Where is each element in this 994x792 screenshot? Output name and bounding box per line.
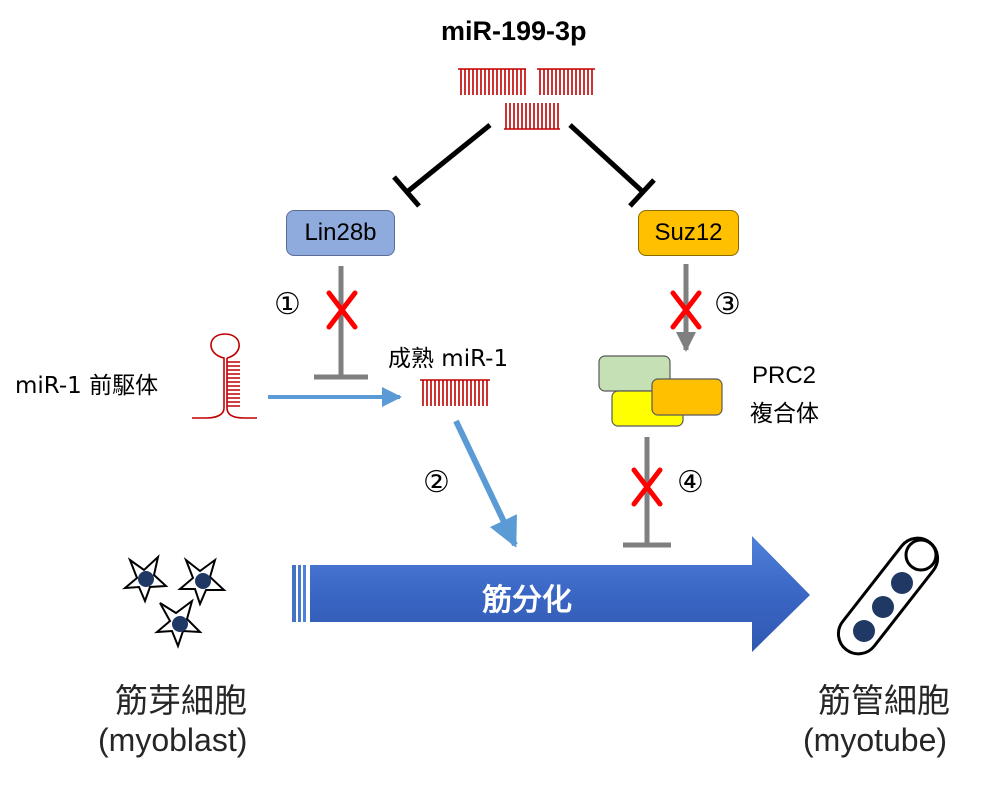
step-1: ① (274, 287, 301, 322)
mir1-precursor-label: miR-1 前駆体 (15, 373, 159, 399)
step-3: ③ (714, 287, 741, 322)
mature-mir1-label: 成熟 miR-1 (388, 346, 509, 372)
myoblast-cell (177, 556, 227, 607)
arrow-mir1-to-differentiation (453, 419, 518, 548)
myotube-label-jp: 筋管細胞 (818, 681, 950, 720)
inhibit-to-lin28b (392, 123, 492, 208)
mature-mir1-strand-icon (420, 379, 490, 406)
myoblast-label-en: (myoblast) (98, 722, 248, 758)
prc2-complex-label: 複合体 (750, 401, 819, 427)
prc2-name-label: PRC2 (752, 362, 817, 389)
mir1-precursor-hairpin-icon (192, 333, 257, 419)
suz12-box: Suz12 (638, 210, 739, 256)
lin28b-box: Lin28b (286, 210, 395, 256)
mir199-title: miR-199-3p (441, 16, 587, 46)
myoblast-cell (121, 554, 169, 604)
inhibit-lin28b-to-mir1 (314, 266, 368, 380)
block-cross-icon (670, 290, 702, 330)
inhibit-to-suz12 (568, 123, 656, 208)
step-2: ② (423, 465, 450, 500)
myoblast-cells-icon (121, 554, 227, 649)
prc2-complex-icon (598, 355, 723, 427)
mir199-strand-bottom (504, 103, 560, 130)
differentiation-label: 筋分化 (482, 583, 572, 618)
block-cross-icon (326, 290, 358, 330)
myotube-cell-icon (836, 536, 940, 656)
myoblast-cell (154, 598, 203, 649)
myotube-label-en: (myotube) (803, 722, 948, 758)
differentiation-arrow (292, 536, 810, 652)
step-4: ④ (677, 465, 704, 500)
mir199-duplex-icon (458, 68, 595, 130)
myoblast-label-jp: 筋芽細胞 (115, 681, 247, 720)
mir199-strand-left (458, 68, 526, 95)
mir199-strand-right (537, 68, 595, 95)
block-cross-icon (631, 467, 663, 507)
